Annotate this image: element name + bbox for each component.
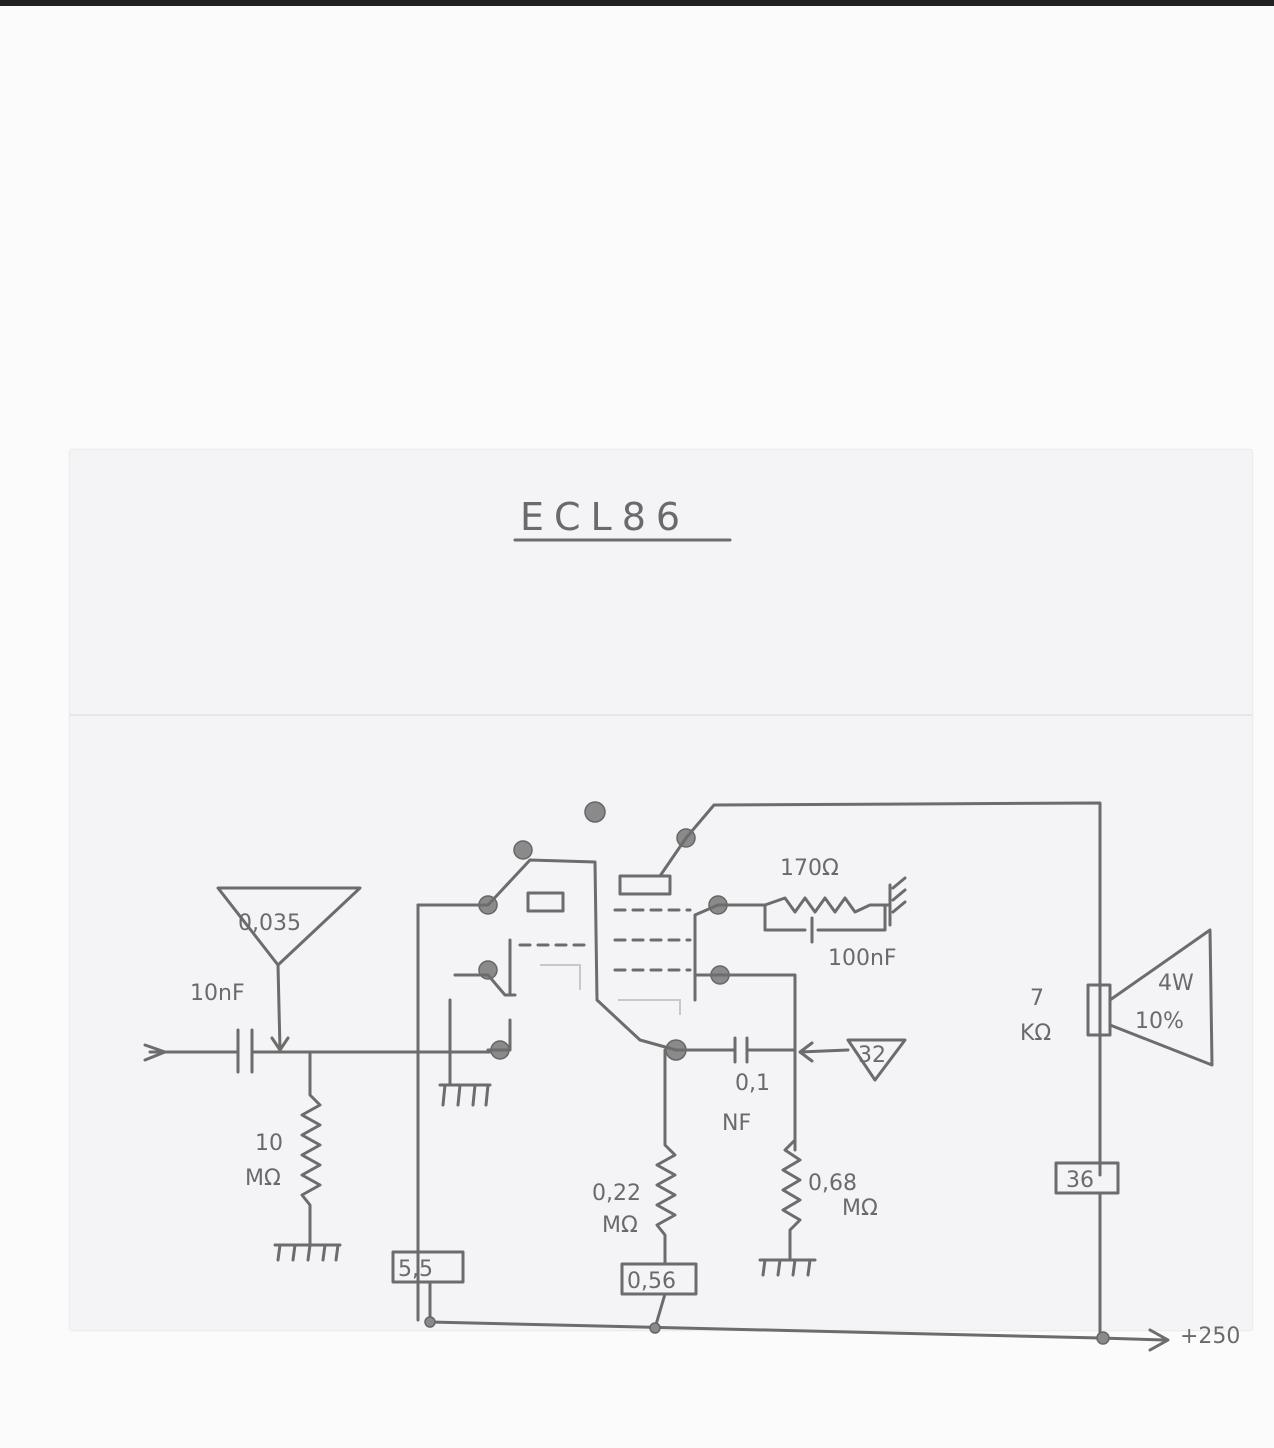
input-cap-label: 10nF [190,981,245,1006]
voltage-box-triode-plate [391,1250,465,1284]
voltage-box-pentode [1054,1161,1120,1195]
plate-resistor [655,1048,677,1264]
cathode-resistor [716,876,907,944]
supply-voltage: +250 [1180,1324,1240,1349]
cathode-resistor-label: 170Ω [780,856,839,881]
voltage-pentode: 36 [1066,1168,1094,1193]
speaker-icon [1108,928,1214,1067]
transformer-unit: KΩ [1020,1021,1051,1046]
coupling-cap-unit: NF [722,1111,751,1136]
feedback-voltage-label: 32 [858,1043,886,1068]
input-voltage-label: 0,035 [238,911,301,936]
speaker-power: 4W [1158,971,1194,996]
speaker-distortion: 10% [1135,1009,1184,1034]
input-arrow-icon [143,1043,240,1062]
grid-leak-resistor [758,1138,817,1277]
grid-leak-value: 0,68 [808,1171,857,1196]
tube-internals [416,801,1102,1322]
coupling-capacitor [674,973,797,1152]
grid-resistor [273,1050,342,1262]
grid-resistor-unit: MΩ [245,1166,281,1191]
voltage-triode-supply: 0,56 [627,1269,676,1294]
plate-resistor-value: 0,22 [592,1181,641,1206]
coupling-cap-value: 0,1 [735,1071,770,1096]
grid-resistor-value: 10 [255,1131,283,1156]
grid-leak-unit: MΩ [842,1196,878,1221]
input-capacitor [236,1028,317,1074]
plate-resistor-unit: MΩ [602,1213,638,1238]
cathode-cap-label: 100nF [828,946,897,971]
schematic-title: ECL86 [520,495,690,539]
tube-pins [478,801,730,1061]
feedback-triangle [798,1038,907,1082]
supply-rail [424,1033,1170,1352]
input-voltage-triangle [216,886,362,1052]
voltage-triode-plate: 5,5 [398,1257,433,1282]
fold-line [70,714,1252,716]
scan-edge [0,0,1274,6]
transformer-value: 7 [1030,986,1044,1011]
voltage-box-triode-supply [620,1262,698,1296]
